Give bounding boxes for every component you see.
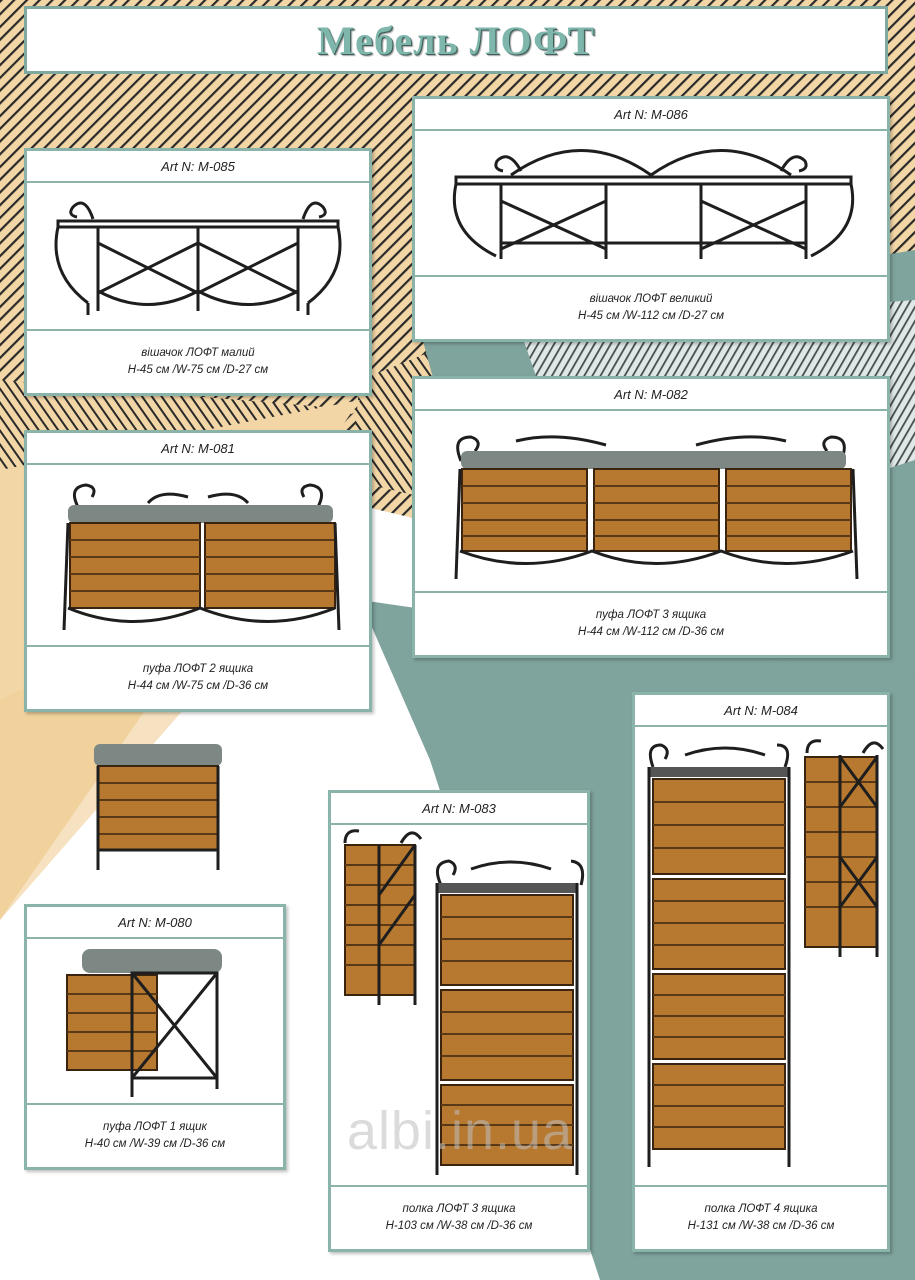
product-caption: полка ЛОФТ 4 ящика H-131 см /W-38 см /D-… <box>635 1185 887 1249</box>
product-caption: полка ЛОФТ 3 ящика H-103 см /W-38 см /D-… <box>331 1185 587 1249</box>
product-name: пуфа ЛОФТ 1 ящик <box>103 1121 207 1133</box>
product-art-number: Art N: M-081 <box>27 433 369 465</box>
product-image-shelf-four-boxes <box>635 727 887 1187</box>
product-caption: пуфа ЛОФТ 1 ящик H-40 см /W-39 см /D-36 … <box>27 1103 283 1167</box>
product-image-pouf-front <box>88 738 228 876</box>
product-caption: пуфа ЛОФТ 2 ящика H-44 см /W-75 см /D-36… <box>27 645 369 709</box>
product-dimensions: H-44 см /W-112 см /D-36 см <box>578 626 724 638</box>
product-card-m080[interactable]: Art N: M-080 пуфа ЛОФТ 1 ящик H-40 см /W… <box>24 904 286 1170</box>
product-caption: вішачок ЛОФТ малий H-45 см /W-75 см /D-2… <box>27 329 369 393</box>
product-name: вішачок ЛОФТ великий <box>589 293 713 305</box>
product-card-m085[interactable]: Art N: M-085 вішачок ЛОФТ малий H-45 см … <box>24 148 372 396</box>
page-title: Мебель ЛОФТ <box>316 17 596 63</box>
product-card-m082[interactable]: Art N: M-082 пуфа ЛОФТ 3 ящика H-44 см /… <box>412 376 890 658</box>
product-card-m083[interactable]: Art N: M-083 <box>328 790 590 1252</box>
product-caption: пуфа ЛОФТ 3 ящика H-44 см /W-112 см /D-3… <box>415 591 887 655</box>
product-name: полка ЛОФТ 4 ящика <box>704 1203 818 1215</box>
product-name: вішачок ЛОФТ малий <box>141 347 255 359</box>
product-card-m081[interactable]: Art N: M-081 пуфа ЛОФТ 2 ящика H-44 см /… <box>24 430 372 712</box>
product-caption: вішачок ЛОФТ великий H-45 см /W-112 см /… <box>415 275 887 339</box>
product-card-m086[interactable]: Art N: M-086 вішачок ЛОФТ великий H-45 с… <box>412 96 890 342</box>
product-image-pouf-three-boxes <box>415 411 887 595</box>
product-art-number: Art N: M-085 <box>27 151 369 183</box>
product-card-m084[interactable]: Art N: M-084 <box>632 692 890 1252</box>
product-art-number: Art N: M-080 <box>27 907 283 939</box>
product-name: пуфа ЛОФТ 2 ящика <box>142 663 254 675</box>
page-title-box: Мебель ЛОФТ <box>24 6 888 74</box>
product-name: полка ЛОФТ 3 ящика <box>402 1203 516 1215</box>
product-image-shelf-three-boxes <box>331 825 587 1187</box>
product-dimensions: H-131 см /W-38 см /D-36 см <box>687 1220 835 1232</box>
product-image-hanger-large <box>415 131 887 277</box>
product-art-number: Art N: M-084 <box>635 695 887 727</box>
product-image-hanger-small <box>27 183 369 329</box>
product-art-number: Art N: M-082 <box>415 379 887 411</box>
product-image-pouf-one-box <box>27 939 283 1105</box>
product-dimensions: H-103 см /W-38 см /D-36 см <box>385 1220 533 1232</box>
product-image-pouf-two-boxes <box>27 465 369 645</box>
product-dimensions: H-45 см /W-112 см /D-27 см <box>578 310 724 322</box>
product-dimensions: H-40 см /W-39 см /D-36 см <box>84 1138 226 1150</box>
product-art-number: Art N: M-083 <box>331 793 587 825</box>
product-dimensions: H-45 см /W-75 см /D-27 см <box>127 364 269 376</box>
product-dimensions: H-44 см /W-75 см /D-36 см <box>127 680 269 692</box>
product-name: пуфа ЛОФТ 3 ящика <box>595 609 707 621</box>
product-art-number: Art N: M-086 <box>415 99 887 131</box>
